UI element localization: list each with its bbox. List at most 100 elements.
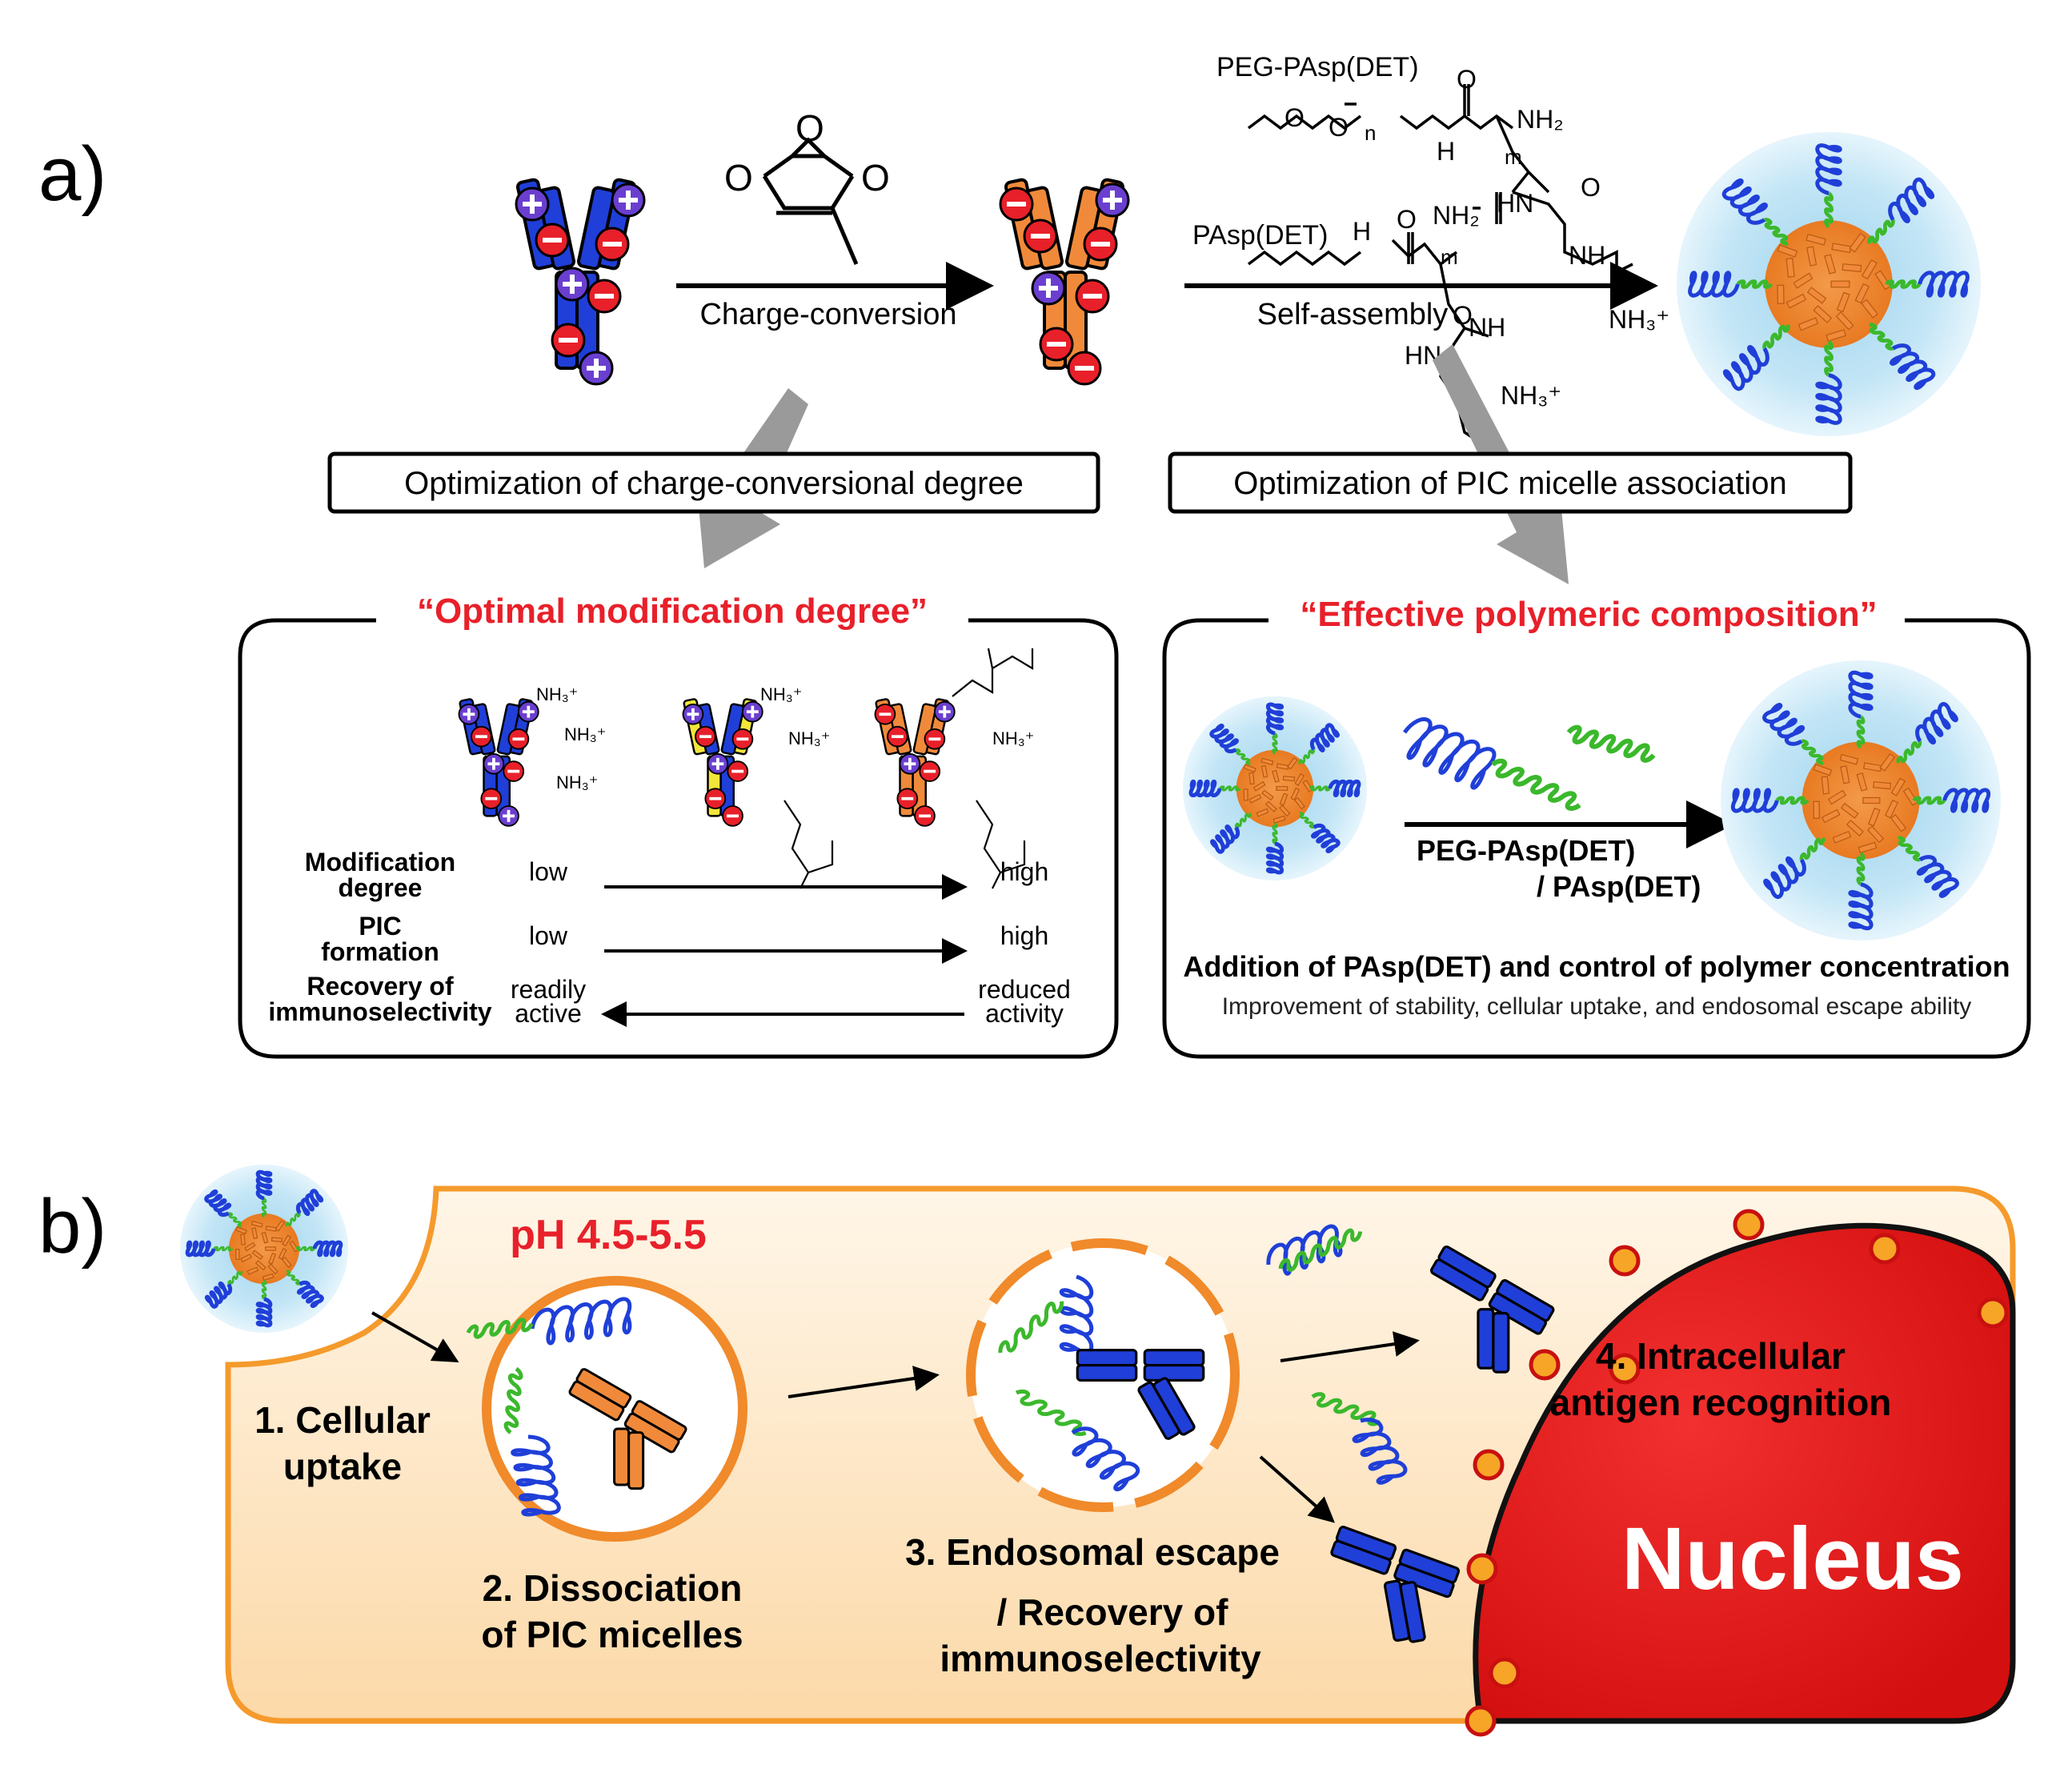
row-label-line2: immunoselectivity	[268, 997, 491, 1026]
step3-line1: 3. Endosomal escape	[905, 1531, 1280, 1573]
small-nh3-1: NH₃⁺	[536, 684, 578, 704]
cytosolic-polymers	[1266, 1224, 1408, 1485]
core-antibody	[1858, 841, 1878, 854]
chem-nh2-2: NH₂	[1433, 201, 1480, 230]
row-label-line1: Modification	[305, 848, 455, 876]
charge-plus-sign	[691, 708, 695, 720]
core-antibody	[268, 1252, 277, 1265]
endosome-contents	[466, 1297, 687, 1517]
core-antibody	[1272, 769, 1280, 783]
charge-minus-sign	[699, 735, 711, 739]
antibody-domain	[1330, 1539, 1392, 1575]
escape-arrow-down	[1259, 1455, 1335, 1523]
core-antibody	[1806, 246, 1818, 267]
chem-o2: O	[1329, 113, 1349, 142]
small-nh3-4: NH₃⁺	[760, 684, 802, 704]
peg-coil	[296, 1280, 324, 1309]
nuclear-pore	[1609, 1245, 1641, 1277]
peg-coil	[1942, 788, 1991, 813]
charge-plus-sign	[507, 809, 511, 822]
peg-coil	[1721, 178, 1768, 225]
core-antibody	[1248, 793, 1262, 804]
antibody-domain	[627, 1431, 645, 1490]
polyamine-chain	[1869, 323, 1894, 351]
row-label-line1: PIC	[359, 912, 401, 941]
charge-plus-sign	[570, 275, 575, 294]
polyamine-chain	[1775, 796, 1809, 805]
polyamine-chain	[1566, 724, 1656, 763]
charge-minus-sign	[919, 814, 931, 818]
peg-coil	[1890, 343, 1936, 391]
mix-label-1: PEG-PAsp(DET)	[1417, 834, 1635, 867]
core-antibody	[1890, 777, 1906, 796]
charge-plus-sign	[626, 191, 631, 210]
antibody-medium-modification	[682, 698, 763, 827]
charge-minus-sign	[928, 737, 941, 741]
core-antibody	[267, 1263, 279, 1275]
charge-plus-sign	[1110, 191, 1115, 210]
pic-micelle-improved	[1721, 660, 2001, 941]
peg-coil	[1762, 703, 1805, 746]
step2-line2: of PIC micelles	[481, 1614, 743, 1655]
core-antibody	[1832, 830, 1852, 844]
core-antibody	[1842, 263, 1862, 272]
peg-coil	[1265, 841, 1284, 875]
antibody-high-modification	[874, 698, 956, 827]
core-antibody	[1813, 800, 1821, 819]
antibody-low-modification	[458, 698, 539, 827]
row-right-value: high	[1000, 921, 1049, 950]
peg-coil	[1730, 788, 1779, 813]
uptake-arrow	[371, 1311, 459, 1362]
opt-pic-title: Optimization of PIC micelle association	[1233, 466, 1786, 501]
core-antibody	[271, 1237, 283, 1242]
step2-line1: 2. Dissociation	[483, 1567, 743, 1609]
peg-coil	[1888, 177, 1935, 223]
peg-coil	[1848, 882, 1874, 931]
charge-minus-sign	[603, 242, 622, 247]
peg-coil	[1071, 1426, 1140, 1491]
core-antibody	[240, 1233, 246, 1245]
optimal-box	[238, 618, 1119, 1059]
charge-plus-sign	[527, 705, 531, 718]
charge-minus-sign	[543, 238, 562, 243]
core-antibody	[254, 1260, 267, 1271]
chem-h2: H	[1353, 217, 1371, 246]
chem-hn1: HN	[1497, 189, 1533, 218]
core-antibody	[1276, 786, 1288, 791]
addition-text: Addition of PAsp(DET) and control of pol…	[1183, 950, 2010, 983]
chem-nh2-1: NH₂	[1517, 105, 1564, 134]
pic-micelle-small	[1183, 696, 1367, 880]
antibody-domain	[1492, 1312, 1510, 1374]
polyamine-chain	[1884, 279, 1922, 289]
peg-coil	[1763, 856, 1806, 899]
polyamine-chain	[261, 1279, 267, 1300]
self-assembly-label: Self-assembly	[1257, 298, 1449, 331]
core-antibody	[282, 1234, 291, 1247]
core-antibody	[278, 1248, 287, 1260]
row-left-value: low	[529, 857, 568, 886]
core-antibody	[262, 1273, 275, 1281]
core-antibody	[1902, 787, 1918, 806]
polyamine-chain	[1856, 852, 1866, 886]
charge-minus-sign	[727, 814, 739, 818]
peg-coil	[1688, 271, 1740, 298]
core-antibody	[1856, 772, 1868, 792]
chem-nh2-3: NH	[1469, 313, 1505, 342]
antibody-domain	[1076, 1363, 1138, 1382]
charge-plus-sign	[492, 757, 495, 770]
peg-coil	[1309, 723, 1340, 752]
charge-minus-sign	[901, 796, 914, 800]
row-right-value: high	[1000, 857, 1049, 886]
chem-m1: m	[1505, 145, 1522, 169]
antibody-domain	[623, 1412, 680, 1454]
charge-plus-sign	[467, 708, 471, 720]
core-antibody	[1846, 820, 1864, 836]
polyamine-chain	[1272, 732, 1278, 755]
polyamine-chain	[1762, 324, 1790, 349]
polyamine-chain	[1278, 1228, 1363, 1272]
nuclear-pore	[1977, 1297, 2009, 1329]
polyamine-chain	[1298, 749, 1316, 764]
core-antibody	[1806, 287, 1827, 304]
step4-line1: 4. Intracellular	[1596, 1335, 1846, 1377]
